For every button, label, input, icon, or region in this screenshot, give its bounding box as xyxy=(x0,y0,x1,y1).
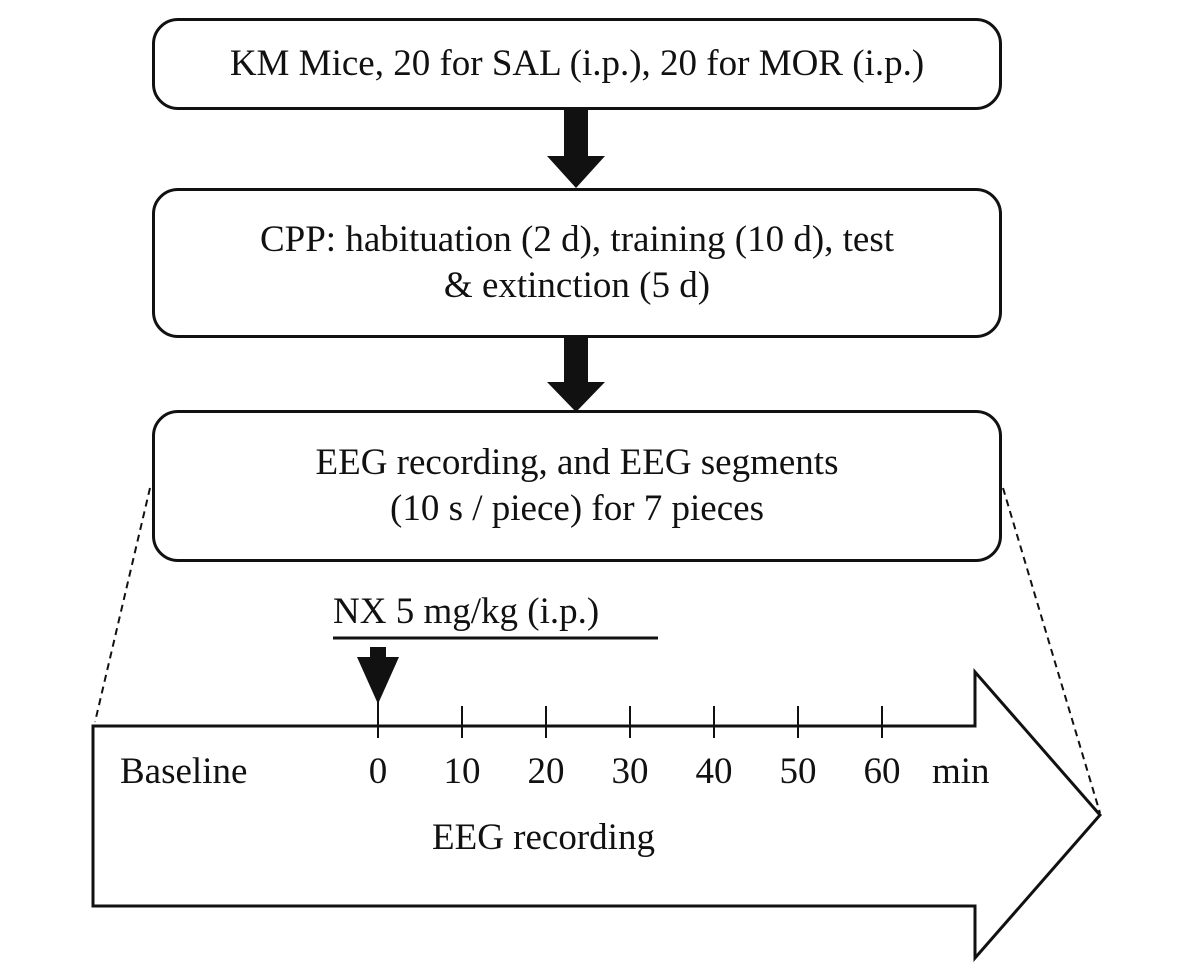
cpp-box-line-2: & extinction (5 d) xyxy=(443,265,711,306)
timeline-arrow xyxy=(91,668,1102,962)
tick-label: 0 xyxy=(368,751,388,792)
tick-label: 30 xyxy=(611,751,649,792)
eeg-box-line-2: (10 s / piece) for 7 pieces xyxy=(390,488,764,529)
baseline-label: Baseline xyxy=(120,751,248,792)
mice-box-text: KM Mice, 20 for SAL (i.p.), 20 for MOR (… xyxy=(229,43,925,84)
unit-label: min xyxy=(932,751,990,792)
zoom-line-right xyxy=(1002,487,1101,814)
mice-box: KM Mice, 20 for SAL (i.p.), 20 for MOR (… xyxy=(152,18,1002,110)
eeg-box: EEG recording, and EEG segments (10 s / … xyxy=(152,410,1002,562)
injection-label: NX 5 mg/kg (i.p.) xyxy=(333,591,600,632)
tick-label: 10 xyxy=(443,751,481,792)
flow-arrow-1 xyxy=(547,110,605,188)
cpp-box-line-1: CPP: habituation (2 d), training (10 d),… xyxy=(259,219,895,260)
eeg-box-line-1: EEG recording, and EEG segments xyxy=(315,442,839,483)
zoom-line-left xyxy=(94,487,151,723)
injection-arrow xyxy=(357,647,399,704)
timeline-ticks xyxy=(377,700,883,738)
tick-label: 20 xyxy=(527,751,565,792)
tick-label: 40 xyxy=(695,751,733,792)
recording-label: EEG recording xyxy=(432,817,655,858)
tick-label: 60 xyxy=(863,751,901,792)
tick-label: 50 xyxy=(779,751,817,792)
flow-arrow-2 xyxy=(547,338,605,412)
cpp-box: CPP: habituation (2 d), training (10 d),… xyxy=(152,188,1002,338)
